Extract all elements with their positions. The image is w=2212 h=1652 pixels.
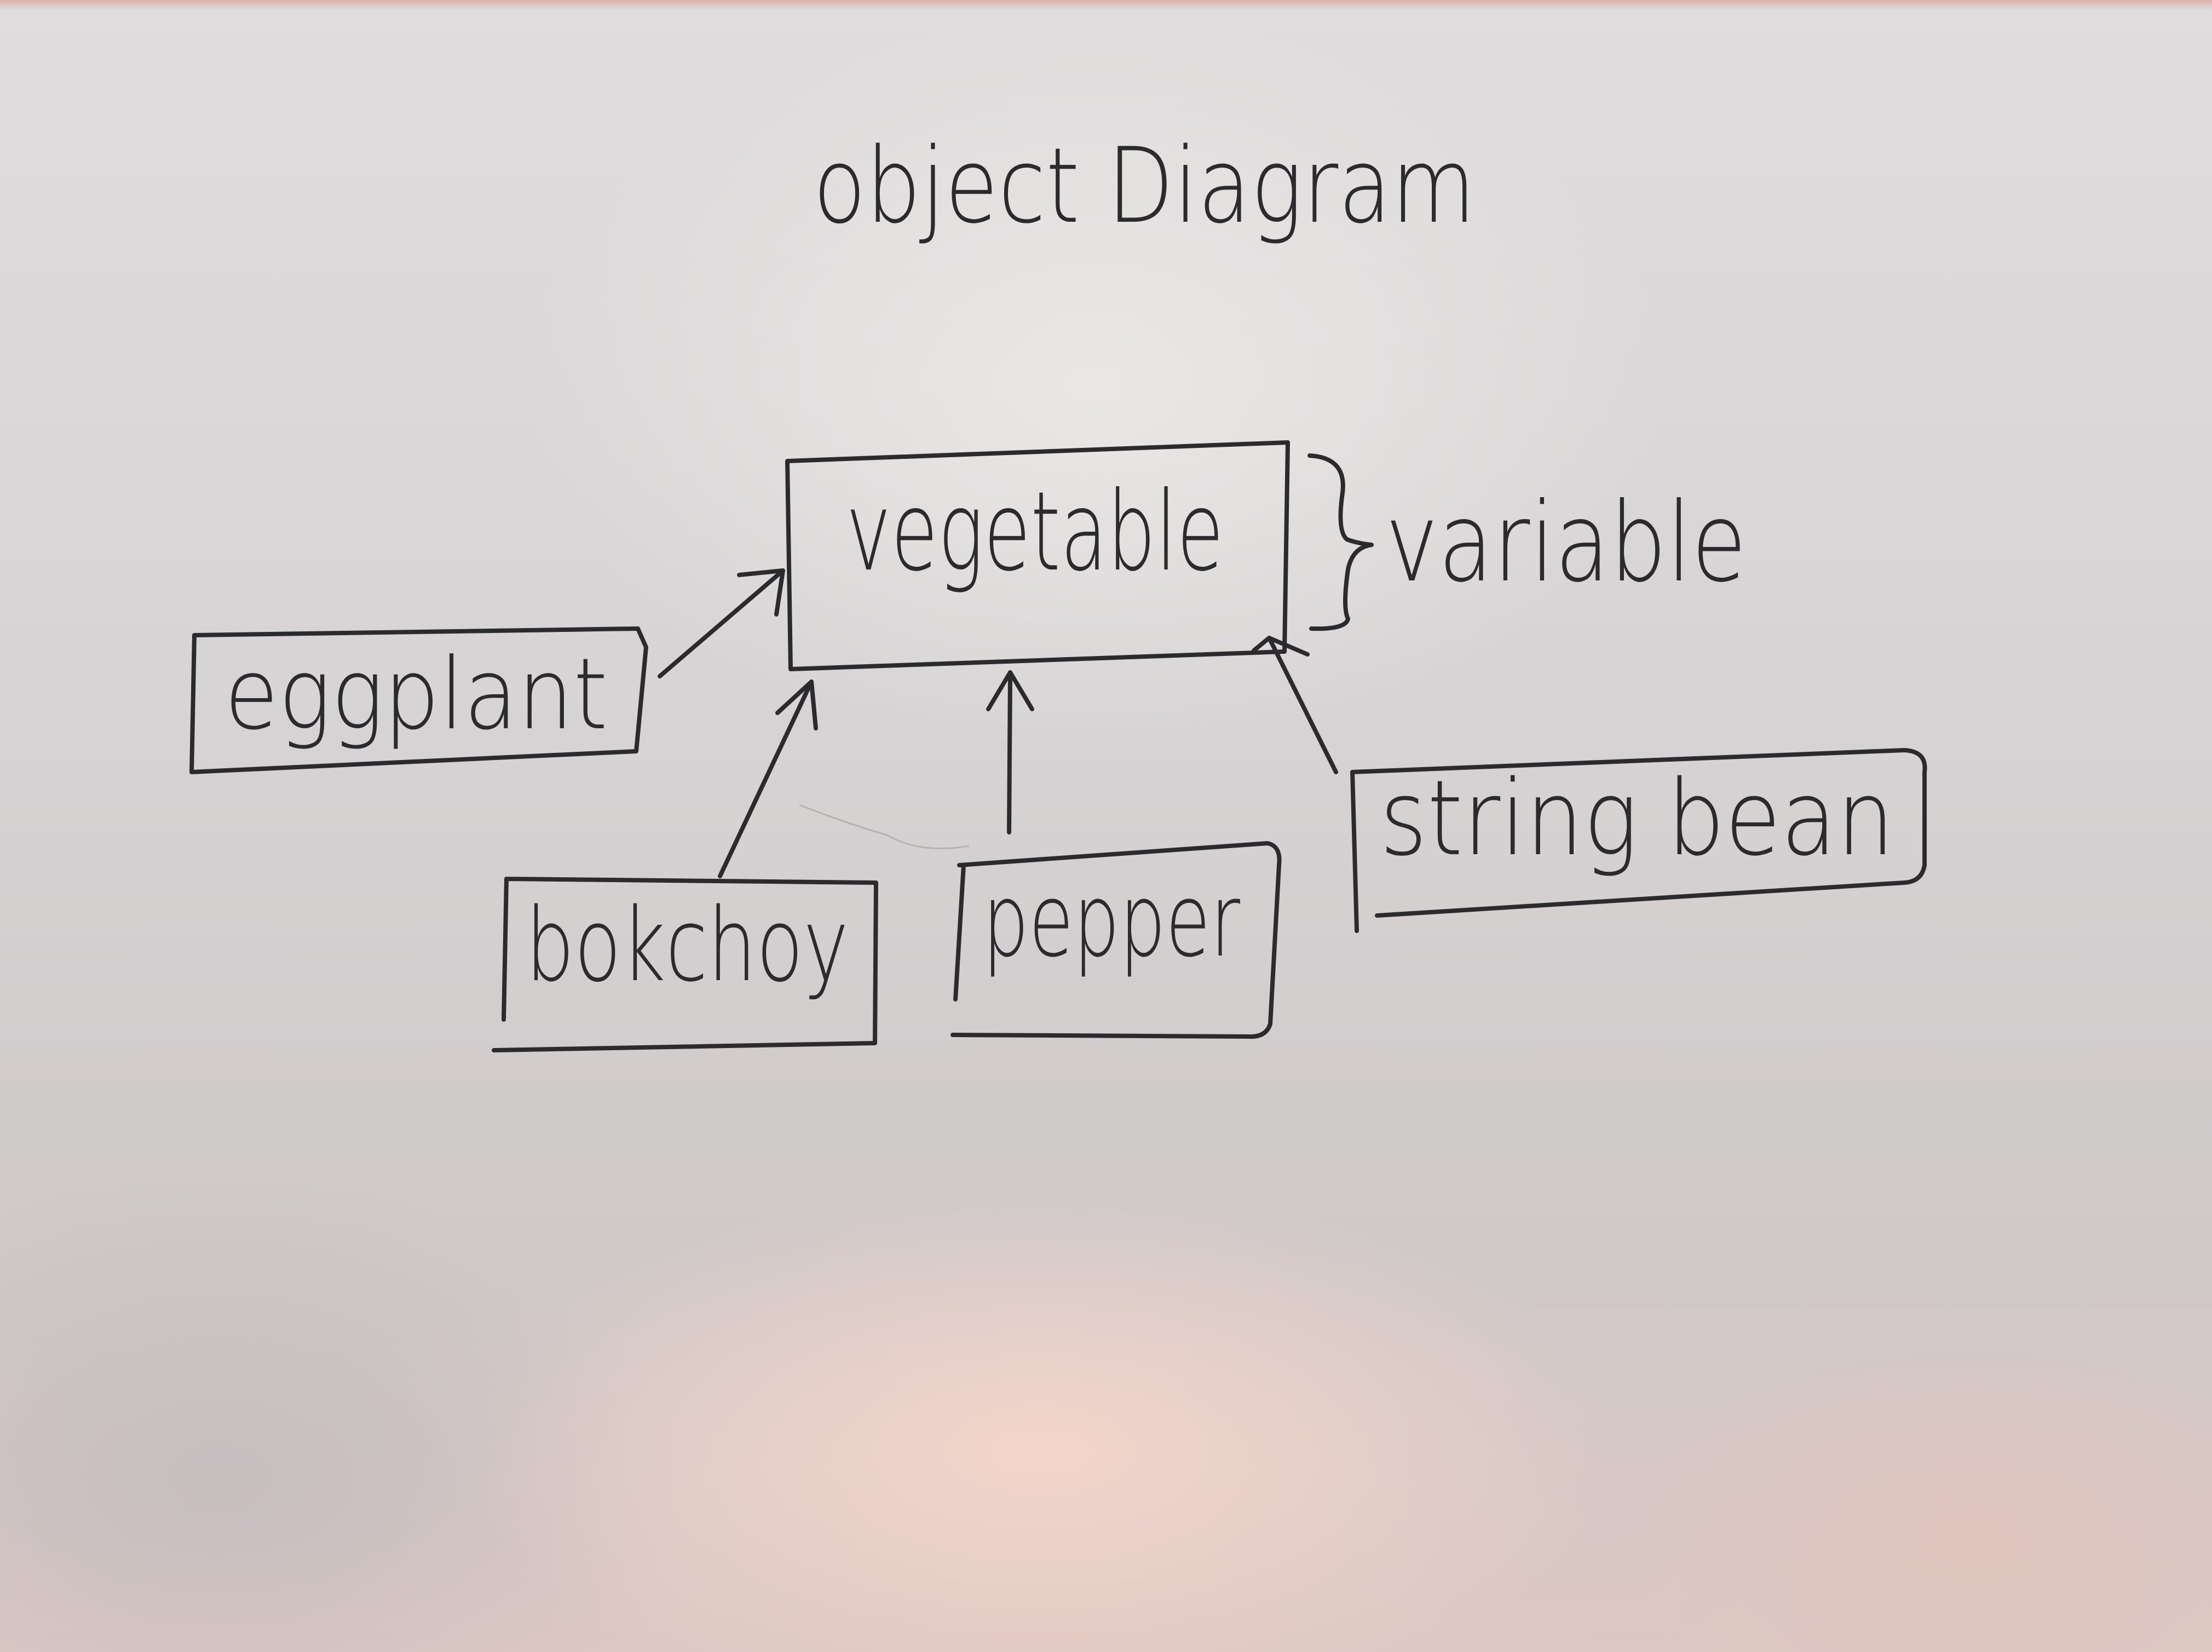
arrow-eggplant-to-vegetable <box>658 568 785 678</box>
variable-label: variable <box>1385 479 1747 607</box>
paper-top-edge <box>0 0 2212 10</box>
node-string-bean-label: string bean <box>1380 758 1894 879</box>
node-pepper-border <box>951 841 1282 1039</box>
node-pepper[interactable]: pepper <box>951 841 1282 1039</box>
node-vegetable-label: vegetable <box>846 468 1224 596</box>
arrow-string-bean-to-vegetable <box>1252 636 1338 774</box>
node-string-bean[interactable]: string bean <box>1350 748 1927 933</box>
diagram-title: object Diagram <box>813 125 1476 246</box>
node-pepper-label: pepper <box>983 861 1240 980</box>
node-eggplant[interactable]: eggplant <box>189 626 648 774</box>
arrow-pepper-to-vegetable <box>986 670 1034 834</box>
paper-crease <box>799 804 970 849</box>
node-eggplant-label: eggplant <box>224 637 608 752</box>
arrow-bokchoy-to-vegetable <box>718 680 818 878</box>
node-vegetable[interactable]: vegetable <box>785 440 1290 671</box>
node-bokchoy[interactable]: bokchoy <box>492 877 878 1052</box>
node-bokchoy-label: bokchoy <box>526 886 849 1004</box>
node-vegetable-border <box>785 440 1290 671</box>
variable-annotation: variable <box>1307 453 1747 631</box>
node-eggplant-border <box>189 626 648 774</box>
node-string-bean-border <box>1350 748 1927 933</box>
curly-brace-icon <box>1307 453 1374 631</box>
node-bokchoy-border <box>492 877 878 1052</box>
